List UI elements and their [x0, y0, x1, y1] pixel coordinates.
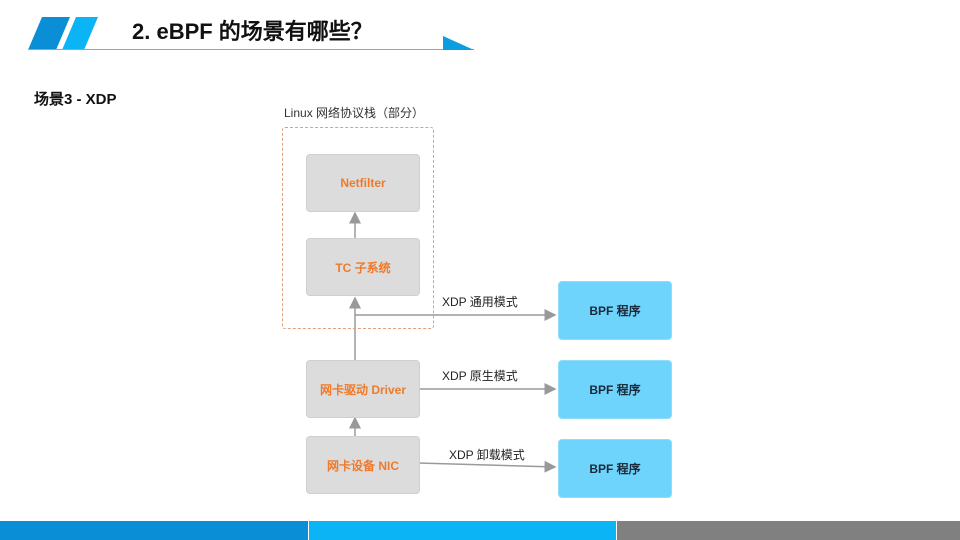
header-stripe-2: [62, 17, 98, 50]
page-title: 2. eBPF 的场景有哪些？: [132, 19, 373, 44]
driver-label: 网卡驱动 Driver: [319, 382, 407, 397]
bpf-label: BPF 程序: [589, 383, 641, 397]
stack-label: Linux 网络协议栈（部分）: [284, 106, 425, 120]
mode-generic-label: XDP 通用模式: [442, 295, 518, 309]
header-stripe-1: [28, 17, 70, 50]
bpf-program-box-native: BPF 程序: [558, 360, 672, 419]
bpf-program-box-offload: BPF 程序: [558, 439, 672, 498]
tc-box: TC 子系统: [306, 238, 420, 296]
nic-box: 网卡设备 NIC: [306, 436, 420, 494]
driver-box: 网卡驱动 Driver: [306, 360, 420, 418]
header-triangle: [443, 36, 474, 50]
mode-offload-label: XDP 卸载模式: [449, 448, 525, 462]
footer-bar-blue: [0, 521, 308, 540]
bpf-label: BPF 程序: [589, 462, 641, 476]
netfilter-box: Netfilter: [306, 154, 420, 212]
diagram-arrows: [349, 211, 557, 473]
tc-label: TC 子系统: [335, 260, 391, 275]
footer-bar-gray: [617, 521, 960, 540]
arrow-offload-mode: [417, 460, 557, 473]
mode-native-label: XDP 原生模式: [442, 369, 518, 383]
nic-label: 网卡设备 NIC: [326, 458, 399, 473]
footer-bar-lightblue: [309, 521, 616, 540]
bpf-program-box-generic: BPF 程序: [558, 281, 672, 340]
section-subtitle: 场景3 - XDP: [34, 91, 117, 108]
linux-stack-boundary: [282, 127, 434, 329]
bpf-label: BPF 程序: [589, 304, 641, 318]
netfilter-label: Netfilter: [340, 176, 386, 190]
